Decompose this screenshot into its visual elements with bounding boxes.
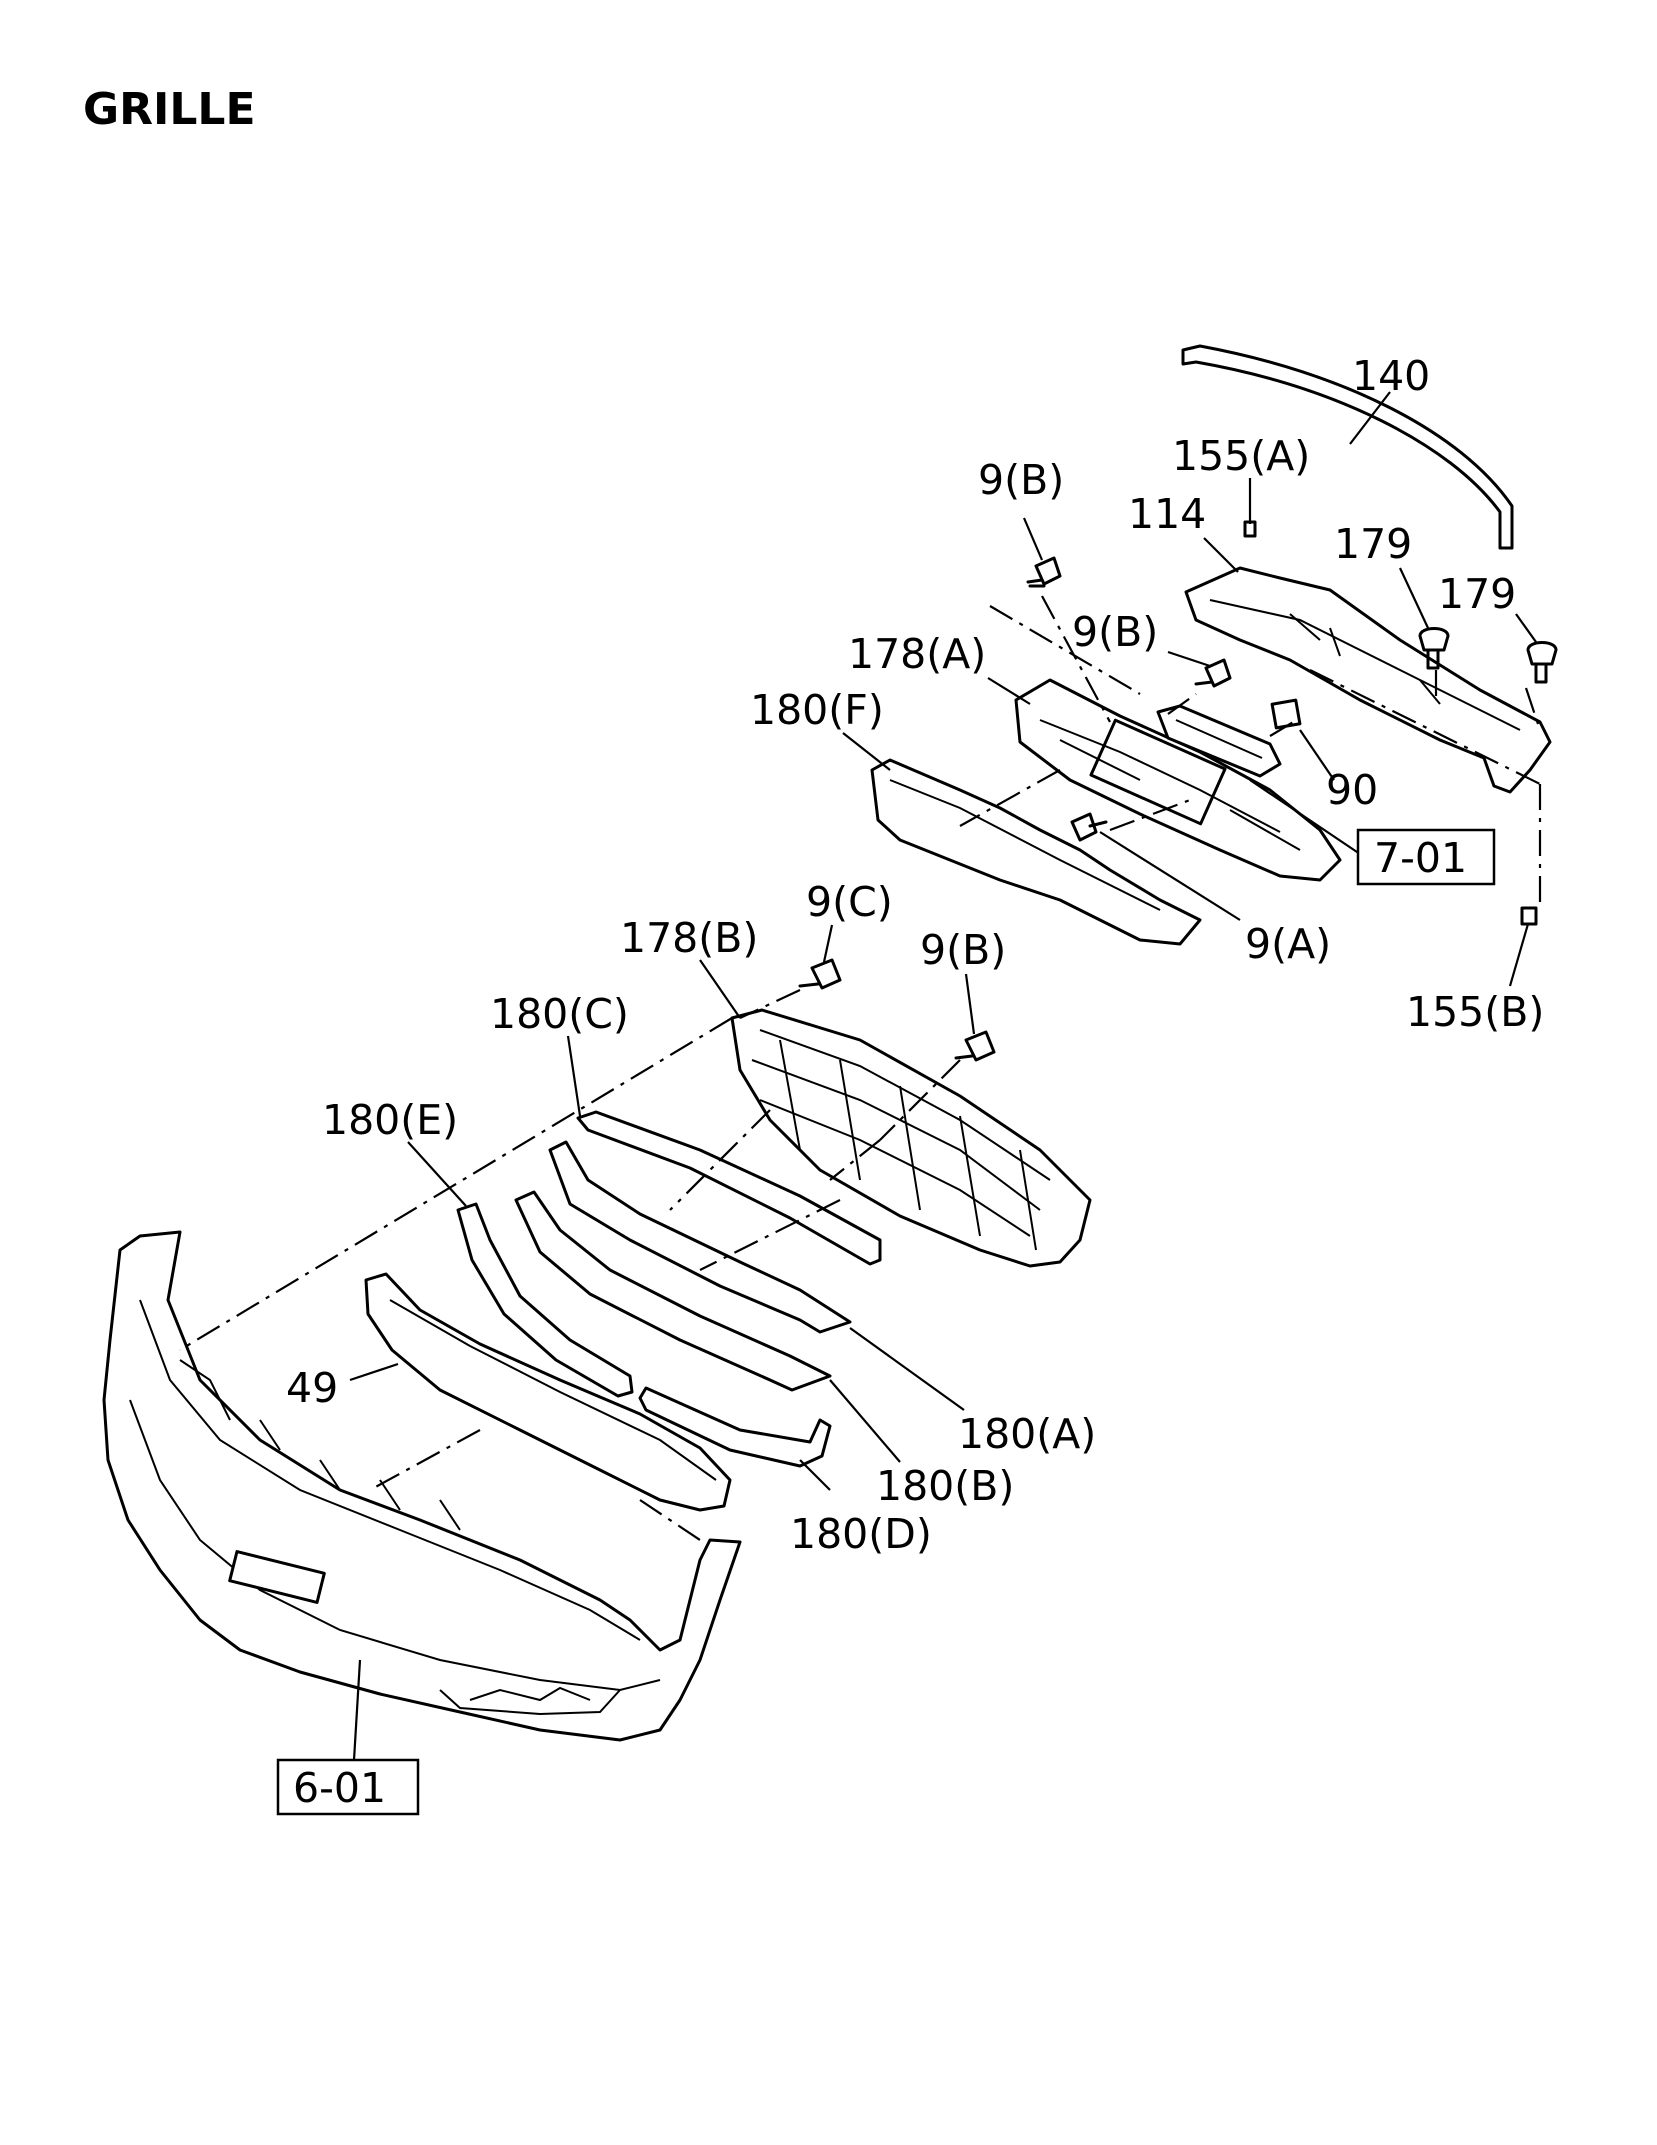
part-9c-bolt	[798, 958, 842, 990]
reference-box-7-01[interactable]: 7-01	[1356, 828, 1496, 886]
part-180f-lower-garnish	[870, 758, 1202, 946]
callout-49: 49	[286, 1364, 338, 1412]
callout-140: 140	[1352, 352, 1430, 400]
part-155a-clip	[1243, 520, 1257, 538]
part-180e-molding	[456, 1202, 634, 1398]
callout-9b-mid: 9(B)	[1072, 608, 1158, 656]
part-9b-bolt-2	[1194, 658, 1232, 688]
ref-7-01-text: 7-01	[1374, 834, 1467, 882]
ref-6-01-text: 6-01	[293, 1764, 386, 1812]
callout-114: 114	[1128, 490, 1206, 538]
callout-labels: 140 155(A) 114 179 179 9(B) 9(B) 178(A) …	[286, 352, 1544, 1558]
page-title: GRILLE	[83, 84, 256, 135]
part-114-upper-bracket	[1184, 566, 1552, 794]
part-140-upper-molding	[1181, 344, 1514, 550]
callout-179-a: 179	[1334, 520, 1412, 568]
part-9a-bolt	[1070, 812, 1108, 842]
alignment-lines	[179, 595, 1542, 1541]
part-180c-trim-strip	[576, 1110, 882, 1266]
callout-180c: 180(C)	[490, 990, 629, 1038]
part-179-push-clip-1	[1418, 627, 1450, 670]
callout-180f: 180(F)	[750, 686, 884, 734]
callout-180d: 180(D)	[790, 1510, 932, 1558]
callout-155b: 155(B)	[1406, 988, 1544, 1036]
part-179-push-clip-2	[1526, 641, 1558, 684]
part-178b-mesh-grille	[730, 1008, 1092, 1268]
callout-178b: 178(B)	[620, 914, 758, 962]
front-bumper-assembly	[102, 1230, 742, 1742]
part-180d-molding	[638, 1386, 832, 1468]
part-180b-molding	[514, 1190, 832, 1392]
part-90-nut	[1270, 698, 1302, 730]
callout-178a: 178(A)	[848, 630, 986, 678]
leader-lines	[349, 391, 1537, 1761]
callout-155a: 155(A)	[1172, 432, 1310, 480]
callout-9b-lower: 9(B)	[920, 926, 1006, 974]
callout-180e: 180(E)	[322, 1096, 458, 1144]
callout-9b-top: 9(B)	[978, 456, 1064, 504]
callout-180a: 180(A)	[958, 1410, 1096, 1458]
callout-179-b: 179	[1438, 570, 1516, 618]
callout-9c: 9(C)	[806, 878, 893, 926]
part-155b-clip	[1520, 906, 1538, 926]
part-9b-bolt-3	[954, 1030, 996, 1062]
callout-9a: 9(A)	[1245, 920, 1331, 968]
reference-box-6-01[interactable]: 6-01	[276, 1758, 420, 1816]
callout-90: 90	[1326, 766, 1378, 814]
part-9b-bolt-1	[1026, 556, 1062, 588]
part-49-lower-grille	[364, 1272, 732, 1512]
callout-180b: 180(B)	[876, 1462, 1014, 1510]
part-180a-molding	[548, 1140, 852, 1334]
part-178a-grille-frame	[1014, 678, 1342, 882]
